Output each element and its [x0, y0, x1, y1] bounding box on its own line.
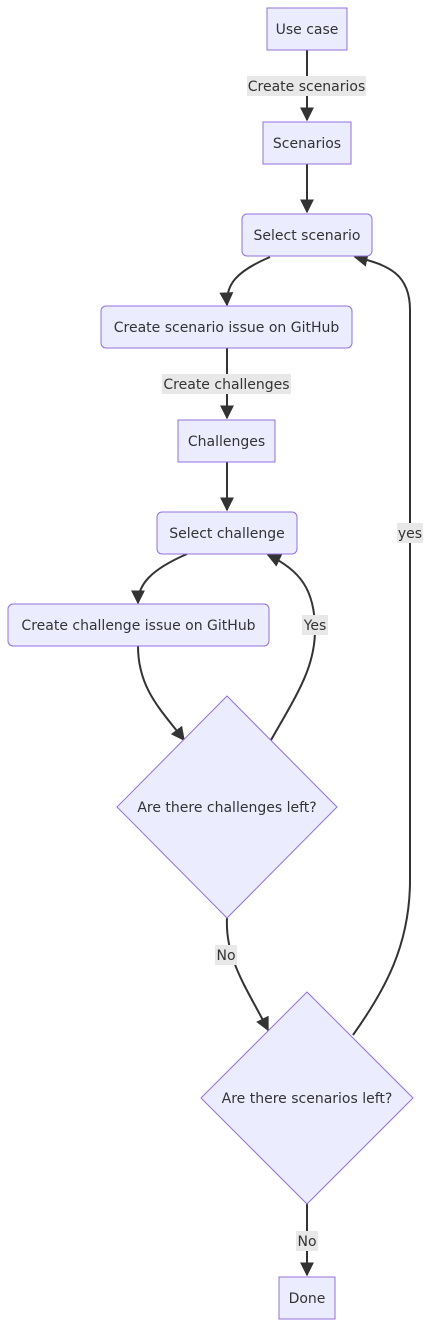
node-done-label: Done: [289, 1291, 326, 1307]
decision-challenges-left-label: Are there challenges left?: [137, 800, 316, 816]
node-create-scenario-issue-label: Create scenario issue on GitHub: [114, 320, 340, 336]
node-create-scenario-issue: Create scenario issue on GitHub: [100, 305, 353, 349]
node-select-challenge-label: Select challenge: [169, 526, 285, 542]
edges: [131, 50, 411, 1277]
decision-challenges-left: Are there challenges left?: [116, 695, 338, 919]
edge-label-challenges-no: No: [215, 945, 237, 965]
node-select-scenario: Select scenario: [241, 213, 373, 257]
edge-select-challenge-create-challenge-issue: [131, 553, 188, 605]
edge-challenges-left-yes: [266, 554, 317, 741]
edge-label-scenarios-yes: yes: [397, 523, 423, 543]
node-select-challenge: Select challenge: [156, 511, 298, 555]
edge-label-create-challenges-text: Create challenges: [163, 377, 289, 393]
edge-challenges-left-no: [225, 917, 269, 1032]
edge-label-scenarios-no-text: No: [297, 1234, 316, 1250]
edge-label-scenarios-no: No: [296, 1231, 318, 1251]
edge-create-challenge-issue-decision: [137, 645, 185, 742]
edge-label-challenges-yes: Yes: [302, 615, 328, 635]
node-scenarios-label: Scenarios: [273, 136, 341, 152]
edge-label-create-scenarios: Create scenarios: [247, 76, 366, 96]
node-create-challenge-issue-label: Create challenge issue on GitHub: [21, 618, 255, 634]
node-challenges: Challenges: [177, 419, 276, 463]
edge-label-challenges-yes-text: Yes: [303, 618, 327, 634]
edge-scenarios-left-yes: [352, 252, 411, 1036]
edge-select-scenario-create-issue: [219, 256, 271, 307]
node-scenarios: Scenarios: [262, 121, 352, 165]
node-select-scenario-label: Select scenario: [254, 228, 361, 244]
node-done: Done: [278, 1276, 336, 1320]
edge-label-create-challenges: Create challenges: [162, 374, 291, 394]
edge-label-challenges-no-text: No: [216, 948, 235, 964]
node-use-case: Use case: [266, 7, 348, 51]
edge-label-scenarios-yes-text: yes: [398, 526, 422, 542]
node-challenges-label: Challenges: [188, 434, 265, 450]
node-create-challenge-issue: Create challenge issue on GitHub: [7, 603, 270, 647]
edge-label-create-scenarios-text: Create scenarios: [248, 79, 366, 95]
decision-scenarios-left-label: Are there scenarios left?: [222, 1091, 393, 1107]
decision-scenarios-left: Are there scenarios left?: [200, 991, 414, 1205]
node-use-case-label: Use case: [276, 22, 339, 38]
